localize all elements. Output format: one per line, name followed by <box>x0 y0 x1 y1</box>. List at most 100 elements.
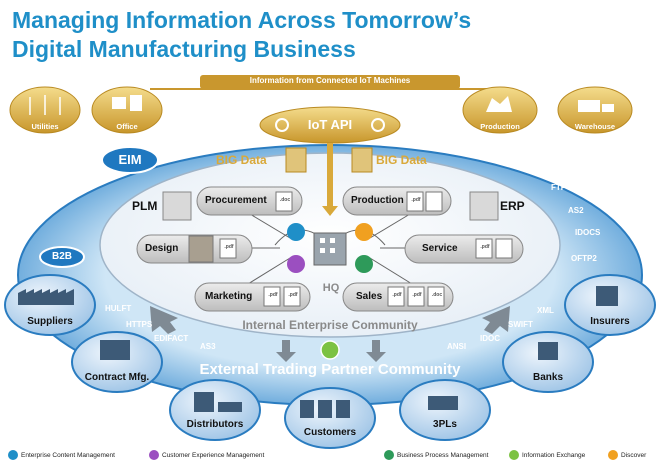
building-icon <box>336 400 350 418</box>
plm-server-icon <box>162 191 192 221</box>
legend-label: Enterprise Content Management <box>21 451 115 459</box>
gear-icon <box>371 118 385 132</box>
node-production <box>342 186 452 216</box>
legend-label: Customer Experience Management <box>162 451 265 459</box>
customer-experience-icon <box>149 450 159 460</box>
erp-server-icon <box>469 191 499 221</box>
building-icon <box>300 400 314 418</box>
legend-item-bpm: Business Process Management <box>384 450 488 460</box>
sales-pdf-label-1: .pdf <box>392 292 402 298</box>
node-service <box>404 234 524 264</box>
b2b-label: B2B <box>51 251 72 262</box>
legend-item-cem: Customer Experience Management <box>149 450 264 460</box>
big-data-left-label: BIG Data <box>216 153 267 167</box>
protocol-as2: AS2 <box>568 206 584 215</box>
partner-label-insurers: Insurers <box>590 316 630 327</box>
sales-pdf-label-2: .pdf <box>412 292 422 298</box>
warehouse-icon <box>194 392 214 412</box>
legend-label: Information Exchange <box>522 451 586 459</box>
protocol-https: HTTPS <box>126 320 153 329</box>
discover-icon <box>355 223 373 241</box>
service-pdf-label: .pdf <box>480 244 490 250</box>
legend-label: Business Process Management <box>397 451 489 459</box>
iot-banner <box>150 75 511 90</box>
sales-doc-label: .doc <box>431 292 443 298</box>
truck-icon <box>428 396 458 410</box>
legend-label: Discover <box>621 451 647 459</box>
pdf-file-icon <box>475 238 493 259</box>
source-label-utilities: Utilities <box>31 122 58 131</box>
partner-label-customers: Customers <box>303 427 357 438</box>
partner-label-3pls: 3PLs <box>433 419 457 430</box>
partner-label-distributors: Distributors <box>186 419 244 430</box>
information-exchange-icon <box>509 450 519 460</box>
hq-hub <box>287 223 373 273</box>
big-data-left-icon <box>285 147 307 173</box>
protocol-idocs: IDOCS <box>575 228 601 237</box>
marketing-pdf-label-2: .pdf <box>288 292 298 298</box>
partner-contract-mfg <box>71 331 163 393</box>
eim-label: EIM <box>118 152 142 167</box>
enterprise-content-icon <box>287 223 305 241</box>
partner-label-banks: Banks <box>532 372 563 383</box>
hq-label: HQ <box>322 282 340 294</box>
design-pdf-label: .pdf <box>224 244 234 250</box>
service-label: Service <box>422 243 458 254</box>
customer-experience-icon <box>287 255 305 273</box>
eim-badge <box>101 146 159 174</box>
pdf-file-icon <box>407 286 425 307</box>
node-design <box>136 234 253 264</box>
production-pdf-label: .pdf <box>411 197 421 203</box>
legend: Enterprise Content Management Customer E… <box>4 447 659 465</box>
pdf-file-icon <box>219 238 237 259</box>
business-process-icon <box>355 255 373 273</box>
machine-photo-icon <box>188 235 214 263</box>
enterprise-content-icon <box>8 450 18 460</box>
source-label-office: Office <box>116 122 137 131</box>
protocol-hulft: HULFT <box>105 304 132 313</box>
title-line-2: Digital Manufacturing Business <box>12 36 356 62</box>
building-icon <box>318 400 332 418</box>
doc-file-icon <box>275 191 293 212</box>
protocol-ftp: FTP <box>551 183 567 192</box>
protocol-oftp2: OFTP2 <box>571 254 597 263</box>
source-label-production: Production <box>480 122 520 131</box>
file-icon <box>495 238 513 259</box>
protocol-xml: XML <box>537 306 554 315</box>
pdf-file-icon <box>406 191 424 212</box>
gear-icon <box>275 118 289 132</box>
information-exchange-icon <box>320 340 340 360</box>
marketing-pdf-label-1: .pdf <box>268 292 278 298</box>
pdf-file-icon <box>283 286 301 307</box>
pdf-file-icon <box>387 286 405 307</box>
big-data-right-icon <box>351 147 373 173</box>
node-procurement <box>196 186 303 216</box>
partner-banks <box>502 331 594 393</box>
title-line-1: Managing Information Across Tomorrow’s <box>12 7 472 33</box>
iot-api-label: IoT API <box>307 117 353 132</box>
discover-icon <box>608 450 618 460</box>
doc-file-icon <box>427 286 445 307</box>
building-icon <box>596 286 618 306</box>
iot-source-production: Production <box>462 86 538 134</box>
protocol-ansi: ANSI <box>447 342 467 351</box>
iot-source-utilities: Utilities <box>9 86 81 134</box>
external-community-label: External Trading Partner Community <box>199 361 461 378</box>
factory-icon <box>18 289 74 305</box>
sales-label: Sales <box>356 291 383 302</box>
factory-icon <box>100 340 130 360</box>
b2b-badge <box>39 246 85 268</box>
node-sales <box>342 282 454 312</box>
partner-label-contract-mfg: Contract Mfg. <box>84 372 150 383</box>
plm-label: PLM <box>132 199 158 213</box>
iot-banner-label: Information from Connected IoT Machines <box>249 76 411 85</box>
file-icon <box>425 191 443 212</box>
source-label-warehouse: Warehouse <box>575 122 615 131</box>
truck-icon <box>218 402 242 412</box>
legend-item-ie: Information Exchange <box>509 450 585 460</box>
bank-icon <box>538 342 558 360</box>
protocol-idoc: IDOC <box>480 334 500 343</box>
node-marketing <box>194 282 311 312</box>
pdf-file-icon <box>263 286 281 307</box>
